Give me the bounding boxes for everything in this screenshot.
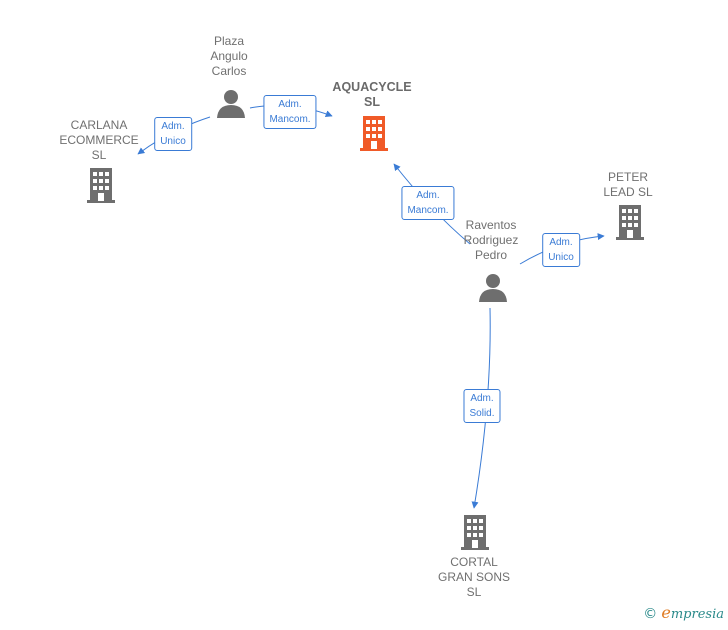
- edge-label-plaza-aquacycle[interactable]: Adm.Mancom.: [263, 95, 317, 129]
- carlana-building-icon[interactable]: [85, 166, 117, 204]
- peter-building-icon[interactable]: [614, 203, 646, 241]
- raventos-person-icon[interactable]: [478, 272, 508, 302]
- aquacycle-building-icon[interactable]: [358, 114, 390, 152]
- empresia-logo: © empresia: [643, 603, 724, 622]
- edge-label-raventos-aquacycle[interactable]: Adm.Mancom.: [401, 186, 455, 220]
- edge-label-raventos-cortal[interactable]: Adm.Solid.: [463, 389, 501, 423]
- plaza-person-icon[interactable]: [216, 88, 246, 118]
- cortal-building-icon[interactable]: [459, 513, 491, 551]
- edge-label-plaza-carlana[interactable]: Adm.Unico: [154, 117, 192, 151]
- edge-label-raventos-peter[interactable]: Adm.Unico: [542, 233, 580, 267]
